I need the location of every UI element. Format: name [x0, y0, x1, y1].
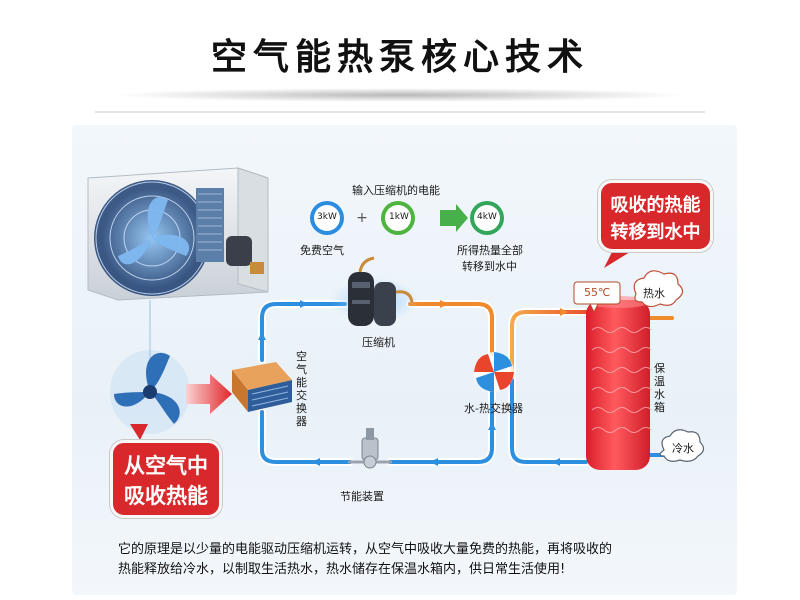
flow-arrows: [258, 300, 496, 466]
temperature-label: 55℃: [584, 286, 611, 299]
callout-absorb-line1: 从空气中: [124, 454, 208, 478]
output-value: 4kW: [477, 212, 497, 222]
inputs-heading: 输入压缩机的电能: [352, 184, 440, 197]
electric-value: 1kW: [389, 212, 409, 222]
hot-water-label: 热水: [643, 287, 665, 300]
outdoor-unit: [87, 167, 269, 301]
temperature-bubble: [573, 281, 621, 314]
callout-tail-transfer: [604, 252, 630, 268]
callout-absorb-heat: 从空气中 吸收热能: [110, 440, 222, 518]
water-exchanger-label: 水-热交换器: [464, 402, 523, 415]
callout-absorb-line2: 吸收热能: [124, 484, 208, 508]
svg-text:+: +: [356, 210, 368, 226]
refrigerant-loop: [258, 300, 496, 466]
heat-flow-arrow: [186, 374, 232, 414]
title-shadow: [110, 88, 690, 102]
page-title: 空气能热泵核心技术: [210, 37, 589, 78]
cold-water-label: 冷水: [672, 442, 694, 455]
free-air-label: 免费空气: [300, 244, 344, 257]
storage-tank: [586, 296, 653, 470]
callout-transfer-heat: 吸收的热能 转移到水中: [598, 180, 713, 252]
compressor: [331, 256, 419, 326]
compressor-label: 压缩机: [362, 336, 395, 349]
description-line2: 热能释放给冷水，以制取生活热水，热水储存在保温水箱内，供日常生活使用!: [118, 562, 566, 577]
output-label-line2: 转移到水中: [462, 260, 517, 273]
cold-water-cloud: [659, 429, 705, 462]
storage-tank-label: 保温水箱: [654, 362, 665, 414]
output-label-line1: 所得热量全部: [457, 244, 523, 257]
water-exchanger: [474, 352, 514, 392]
callout-transfer-line1: 吸收的热能: [610, 195, 701, 216]
saving-device-label: 节能装置: [340, 490, 384, 503]
hot-water-cloud: [633, 270, 684, 308]
air-exchanger-label: 空气能交换器: [296, 350, 307, 428]
divider: [95, 111, 705, 113]
saving-device: [348, 428, 392, 469]
callout-transfer-line2: 转移到水中: [610, 222, 701, 243]
callout-tail-absorb: [130, 424, 148, 440]
energy-inputs: +: [310, 201, 504, 235]
air-exchanger: [232, 362, 292, 412]
description-line1: 它的原理是以少量的电能驱动压缩机运转，从空气中吸收大量免费的热能，再将吸收的: [118, 542, 613, 557]
fan-icon: [110, 300, 190, 434]
free-air-value: 3kW: [317, 212, 337, 222]
